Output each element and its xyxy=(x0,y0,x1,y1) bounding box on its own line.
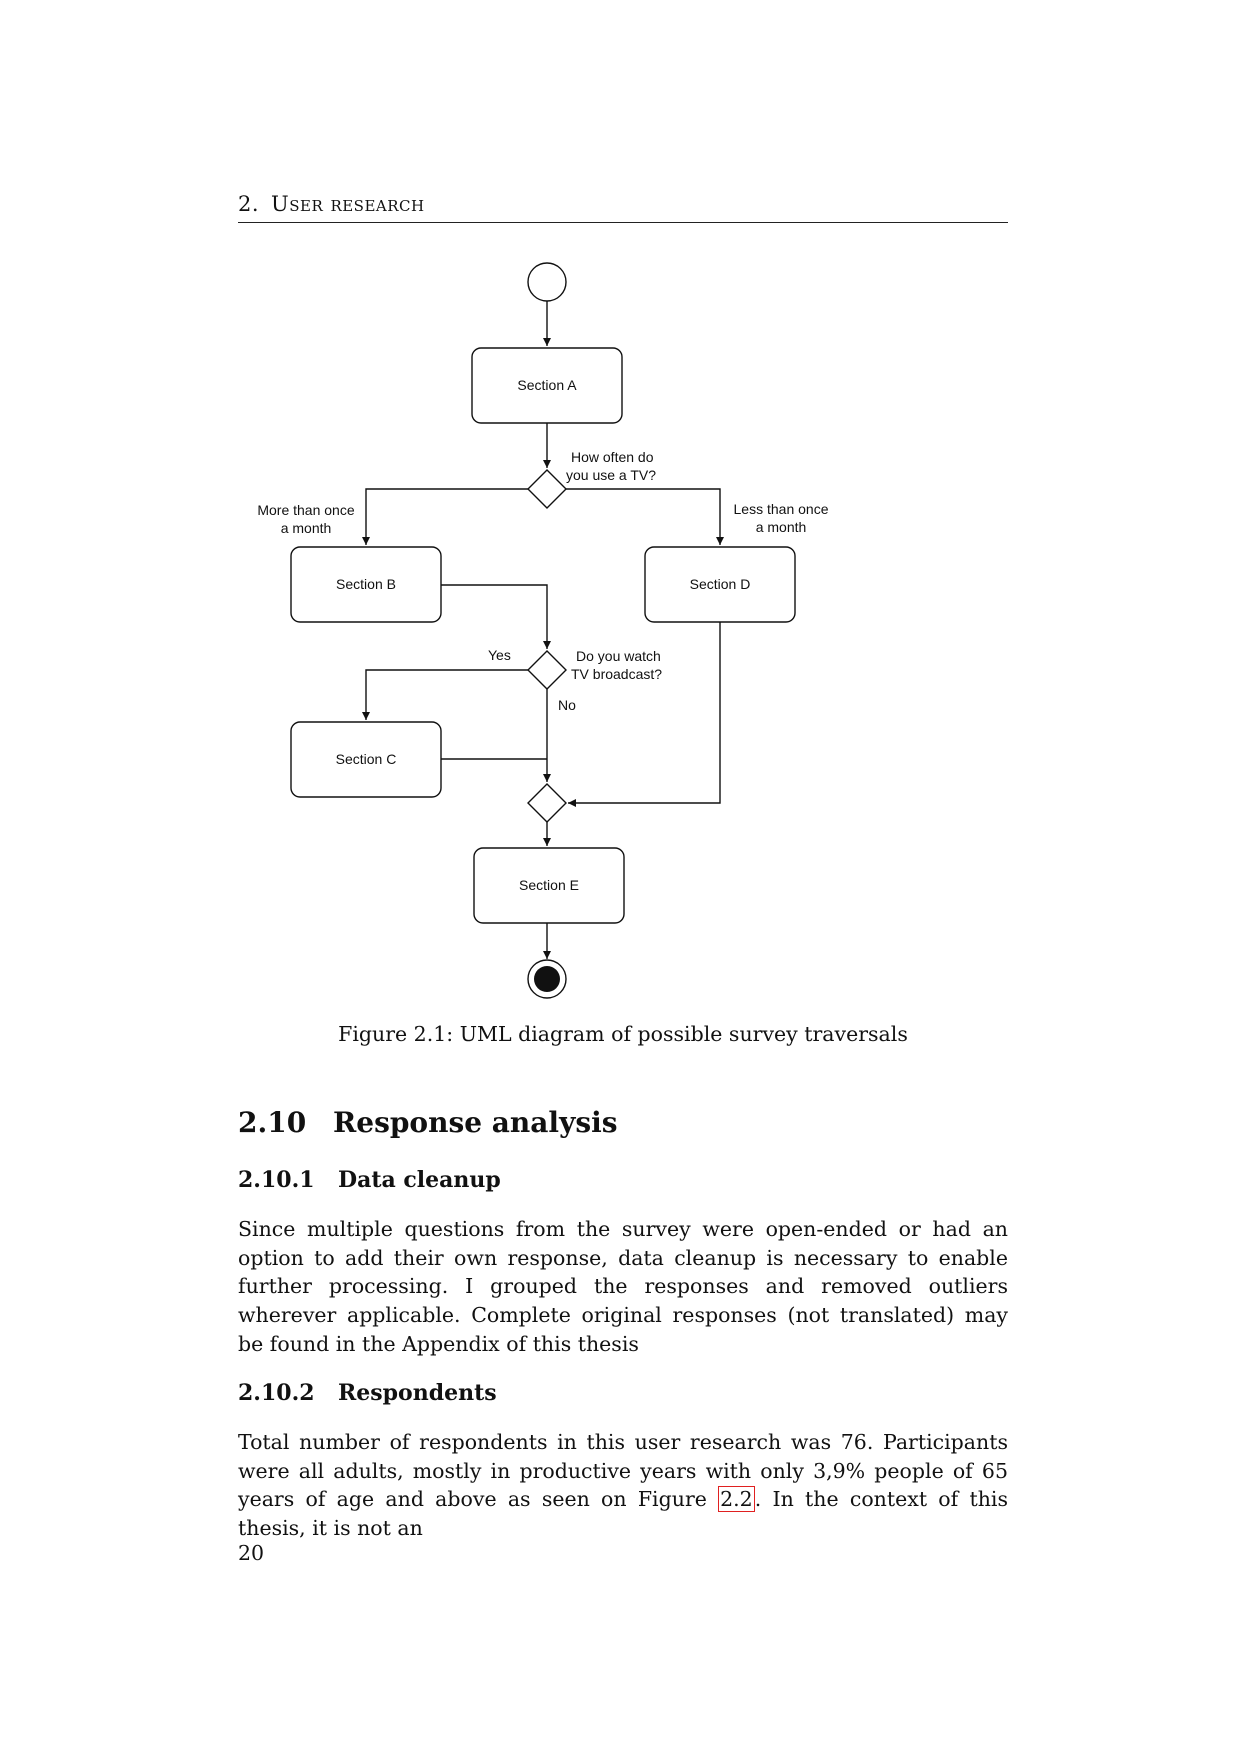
figure-reference-link[interactable]: 2.2 xyxy=(718,1486,755,1513)
edge-d1-b xyxy=(362,488,528,545)
running-header: 2. User research xyxy=(238,192,1008,216)
uml-diagram: Section A Section B Section D Section C … xyxy=(257,262,829,999)
section-b-label: Section B xyxy=(336,576,396,592)
edge-d1-d xyxy=(566,488,724,545)
section-heading: 2.10 Response analysis xyxy=(238,1106,618,1139)
paragraph-respondents: Total number of respondents in this user… xyxy=(238,1428,1008,1543)
decision-1-right-label-1: Less than once xyxy=(734,501,829,517)
decision-1-right-label-2: a month xyxy=(756,519,807,535)
subsection-title-respondents: Respondents xyxy=(338,1380,497,1406)
page-number: 20 xyxy=(238,1541,265,1565)
section-d-label: Section D xyxy=(690,576,751,592)
section-e-box xyxy=(473,847,625,924)
respondents-text-after: . In the context of this thesis, it is n… xyxy=(238,1487,1008,1541)
section-c-label: Section C xyxy=(336,751,397,767)
decision-1-left-label-1: More than once xyxy=(257,502,354,518)
chapter-number: 2. xyxy=(238,192,260,216)
section-e-label: Section E xyxy=(519,877,579,893)
decision-1-question-1: How often do xyxy=(571,449,654,465)
start-node xyxy=(527,262,567,302)
paragraph-cleanup: Since multiple questions from the survey… xyxy=(238,1217,1008,1356)
edge-b-d2 xyxy=(441,584,551,649)
subsection-heading-cleanup: 2.10.1 Data cleanup xyxy=(238,1167,501,1193)
decision-2-no-label: No xyxy=(558,697,576,713)
decision-1-left-label-2: a month xyxy=(281,520,332,536)
merge-diamond xyxy=(527,783,567,823)
section-title: Response analysis xyxy=(333,1106,618,1139)
edge-d-merge xyxy=(568,622,721,807)
header-rule xyxy=(238,222,1008,223)
decision-1-diamond xyxy=(527,469,567,509)
section-a-label: Section A xyxy=(517,377,577,393)
chapter-title: User research xyxy=(271,192,425,216)
decision-2-yes-label: Yes xyxy=(488,647,511,663)
decision-2-diamond xyxy=(527,650,567,690)
section-number: 2.10 xyxy=(238,1106,307,1139)
subsection-heading-respondents: 2.10.2 Respondents xyxy=(238,1380,497,1406)
respondents-text-before: Total number of respondents in this user… xyxy=(238,1430,1008,1512)
decision-1-question-2: you use a TV? xyxy=(566,467,656,483)
figure-caption: Figure 2.1: UML diagram of possible surv… xyxy=(338,1022,908,1046)
decision-2-question-1: Do you watch xyxy=(576,648,661,664)
end-node-core xyxy=(534,966,560,992)
subsection-title-cleanup: Data cleanup xyxy=(338,1167,501,1193)
subsection-number-respondents: 2.10.2 xyxy=(238,1380,315,1406)
decision-2-question-2: TV broadcast? xyxy=(571,666,662,682)
subsection-number-cleanup: 2.10.1 xyxy=(238,1167,315,1193)
edge-d2-c-yes xyxy=(362,669,528,720)
